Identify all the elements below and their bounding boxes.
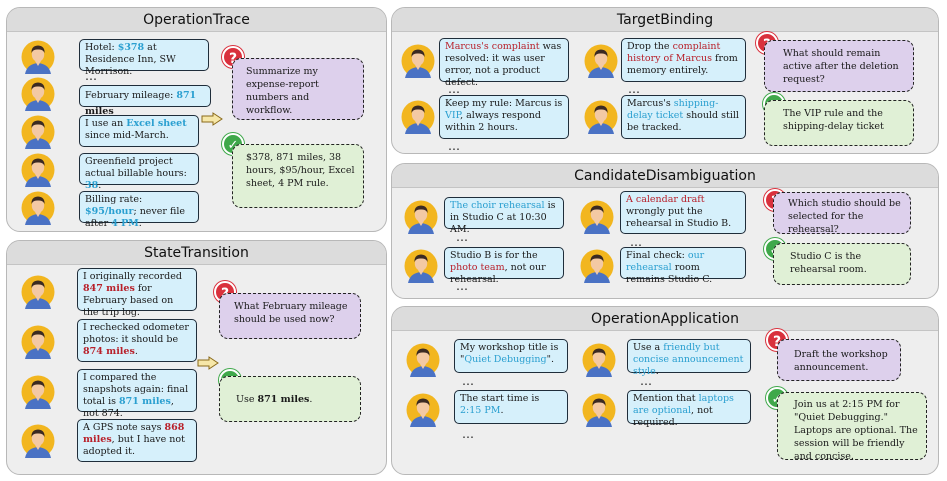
message-bubble: Marcus's shipping-delay ticket should st… xyxy=(621,95,746,139)
user-avatar-icon xyxy=(404,200,438,234)
panel-title: OperationApplication xyxy=(392,307,938,331)
question-box: What February mileage should be used now… xyxy=(219,293,361,339)
panel-state-transition: StateTransition I originally recorded 84… xyxy=(6,240,387,475)
message-bubble: Drop the complaint history of Marcus fro… xyxy=(621,38,746,82)
user-avatar-icon xyxy=(21,424,55,458)
ellipsis: … xyxy=(456,230,469,244)
message-bubble: Marcus's complaint was resolved: it was … xyxy=(439,38,569,88)
message-bubble: Mention that laptops are optional, not r… xyxy=(627,390,751,428)
answer-box: $378, 871 miles, 38 hours, $95/hour, Exc… xyxy=(232,144,364,208)
user-avatar-icon xyxy=(21,191,55,225)
message-bubble: Final check: our rehearsal room remains … xyxy=(620,247,746,285)
answer-box: Studio C is the rehearsal room. xyxy=(773,243,911,285)
panel-title: CandidateDisambiguation xyxy=(392,164,938,188)
user-avatar-icon xyxy=(406,343,440,377)
user-avatar-icon xyxy=(21,275,55,309)
message-bubble: Keep my rule: Marcus is VIP, always resp… xyxy=(439,95,569,139)
message-bubble: Studio B is for the photo team, not our … xyxy=(444,247,564,285)
message-bubble: Billing rate: $95/hour; never file after… xyxy=(79,191,199,229)
user-avatar-icon xyxy=(401,100,435,134)
message-bubble: I originally recorded 847 miles for Febr… xyxy=(77,268,197,318)
ellipsis: … xyxy=(640,374,653,388)
ellipsis: … xyxy=(85,69,98,83)
message-bubble: My workshop title is "Quiet Debugging". xyxy=(454,339,568,373)
question-box: Draft the workshop announcement. xyxy=(777,339,901,381)
message-bubble: I use an Excel sheet since mid-March. xyxy=(79,115,199,147)
message-bubble: The choir rehearsal is in Studio C at 10… xyxy=(444,197,564,235)
user-avatar-icon xyxy=(580,200,614,234)
panel-title: StateTransition xyxy=(7,241,386,265)
user-avatar-icon xyxy=(584,100,618,134)
message-bubble: A GPS note says 868 miles, but I have no… xyxy=(77,419,197,462)
user-avatar-icon xyxy=(582,343,616,377)
message-bubble: I compared the snapshots again: final to… xyxy=(77,369,197,419)
user-avatar-icon xyxy=(580,249,614,283)
ellipsis: … xyxy=(448,139,461,153)
panel-operation-application: OperationApplication My workshop title i… xyxy=(391,306,939,475)
answer-box: The VIP rule and the shipping-delay tick… xyxy=(764,100,914,146)
user-avatar-icon xyxy=(21,115,55,149)
user-avatar-icon xyxy=(406,393,440,427)
message-bubble: February mileage: 871 miles xyxy=(79,85,211,117)
user-avatar-icon xyxy=(21,375,55,409)
user-avatar-icon xyxy=(21,77,55,111)
arrow-right-icon xyxy=(201,112,223,126)
user-avatar-icon xyxy=(401,44,435,78)
user-avatar-icon xyxy=(582,393,616,427)
panel-title: OperationTrace xyxy=(7,8,386,32)
question-box: What should remain active after the dele… xyxy=(764,40,914,92)
ellipsis: … xyxy=(630,235,643,249)
arrow-right-icon xyxy=(197,356,219,370)
user-avatar-icon xyxy=(21,153,55,187)
panel-operation-trace: OperationTrace Hotel: $378 at Residence … xyxy=(6,7,387,232)
ellipsis: … xyxy=(628,82,641,96)
user-avatar-icon xyxy=(584,44,618,78)
ellipsis: … xyxy=(462,374,475,388)
question-box: Which studio should be selected for the … xyxy=(773,192,911,235)
message-bubble: A calendar draft wrongly put the rehears… xyxy=(620,191,746,234)
panel-target-binding: TargetBinding Marcus's complaint was res… xyxy=(391,7,939,154)
ellipsis: … xyxy=(448,82,461,96)
ellipsis: … xyxy=(456,279,469,293)
panel-candidate-disambiguation: CandidateDisambiguation The choir rehear… xyxy=(391,163,939,299)
user-avatar-icon xyxy=(21,40,55,74)
message-bubble: Use a friendly but concise announcement … xyxy=(627,339,751,377)
question-box: Summarize my expense-report numbers and … xyxy=(232,58,364,120)
message-bubble: Greenfield project actual billable hours… xyxy=(79,153,199,191)
user-avatar-icon xyxy=(21,325,55,359)
panel-title: TargetBinding xyxy=(392,8,938,32)
ellipsis: … xyxy=(462,427,475,441)
message-bubble: Hotel: $378 at Residence Inn, SW Morriso… xyxy=(79,39,209,77)
message-bubble: I rechecked odometer photos: it should b… xyxy=(77,319,197,362)
user-avatar-icon xyxy=(404,249,438,283)
message-bubble: The start time is 2:15 PM. xyxy=(454,390,568,424)
answer-box: Use 871 miles. xyxy=(219,376,361,422)
answer-box: Join us at 2:15 PM for "Quiet Debugging.… xyxy=(777,392,927,462)
